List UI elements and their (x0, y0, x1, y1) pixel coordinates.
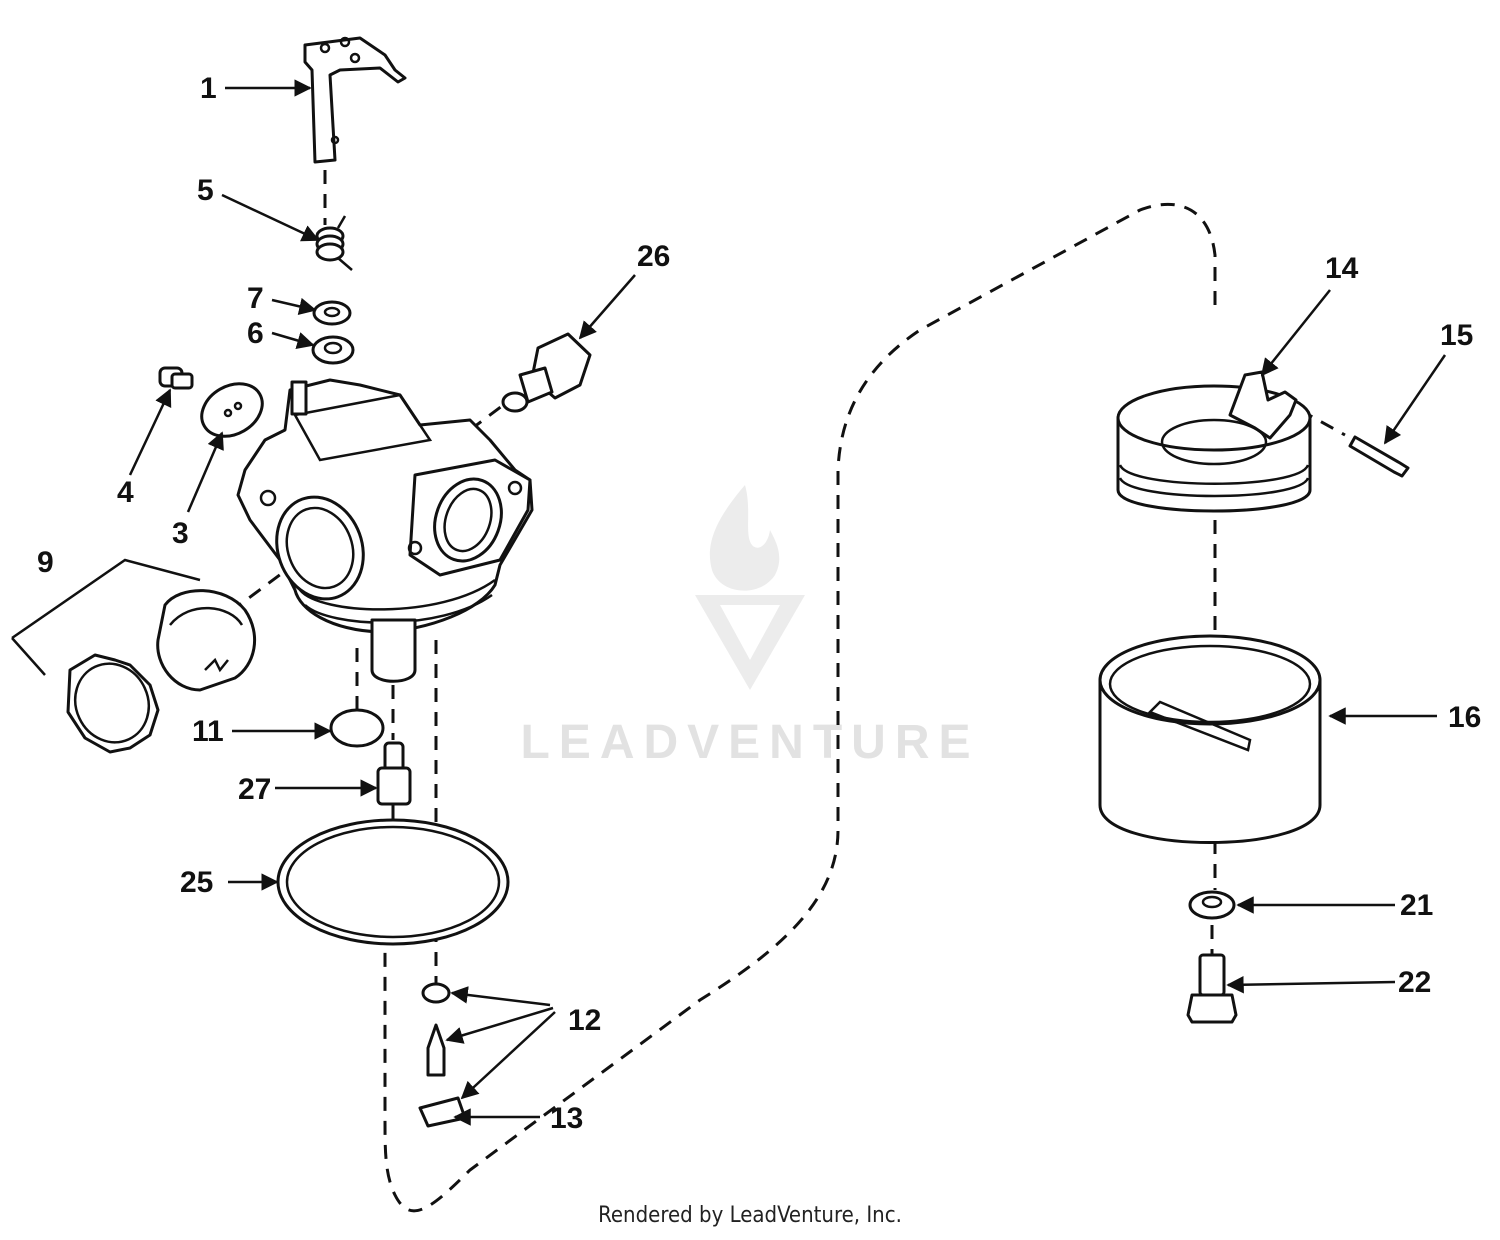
callout-16: 16 (1448, 701, 1481, 734)
carburetor-body-icon (236, 378, 534, 683)
part-21-washer-icon (1188, 890, 1236, 920)
footer-credit: Rendered by LeadVenture, Inc. (598, 1203, 902, 1228)
callout-7: 7 (247, 282, 264, 315)
part-26-primer-fitting-icon (501, 332, 592, 413)
callout-6: 6 (247, 317, 264, 350)
callout-12: 12 (568, 1004, 601, 1037)
watermark-logo-icon (695, 485, 805, 690)
part-6-seal-icon (311, 335, 355, 365)
part-12-washer-icon (421, 982, 451, 1004)
callout-9: 9 (37, 546, 54, 579)
part-11-plug-icon (329, 708, 385, 748)
part-12-needle-icon (426, 1023, 446, 1077)
bracket-9 (11, 558, 201, 676)
part-15-pin-icon (1348, 435, 1410, 478)
connection-loop-line (383, 202, 1217, 1213)
part-9-retainer-icon (66, 653, 160, 754)
callout-22: 22 (1398, 966, 1431, 999)
callout-1: 1 (200, 72, 217, 105)
callout-27: 27 (238, 773, 271, 806)
part-13-clip-icon (418, 1096, 467, 1128)
part-22-bolt-icon (1186, 953, 1238, 1024)
part-16-float-bowl-icon (1098, 634, 1322, 844)
callout-25: 25 (180, 866, 213, 899)
callout-21: 21 (1400, 889, 1433, 922)
callout-3: 3 (172, 517, 189, 550)
callout-leaders (128, 79, 1447, 1126)
part-14-float-icon (1116, 370, 1312, 513)
callout-4: 4 (117, 476, 134, 509)
part-27-main-jet-icon (376, 741, 412, 806)
part-3-throttle-plate-icon (200, 382, 264, 438)
part-4-screw-icon (158, 366, 194, 390)
watermark-text: LEADVENTURE (520, 716, 979, 769)
part-25-o-ring-icon (276, 818, 510, 946)
callout-11: 11 (192, 715, 224, 748)
part-9-primer-bulb-icon (156, 589, 257, 692)
part-1-throttle-shaft-icon (303, 36, 407, 164)
callout-14: 14 (1325, 252, 1359, 285)
callout-5: 5 (197, 174, 214, 207)
callout-15: 15 (1440, 319, 1473, 352)
part-7-washer-icon (312, 300, 352, 326)
callout-26: 26 (637, 240, 670, 273)
axis-line-9 (229, 543, 321, 614)
callout-13: 13 (550, 1102, 583, 1135)
part-5-spring-icon (315, 215, 353, 271)
